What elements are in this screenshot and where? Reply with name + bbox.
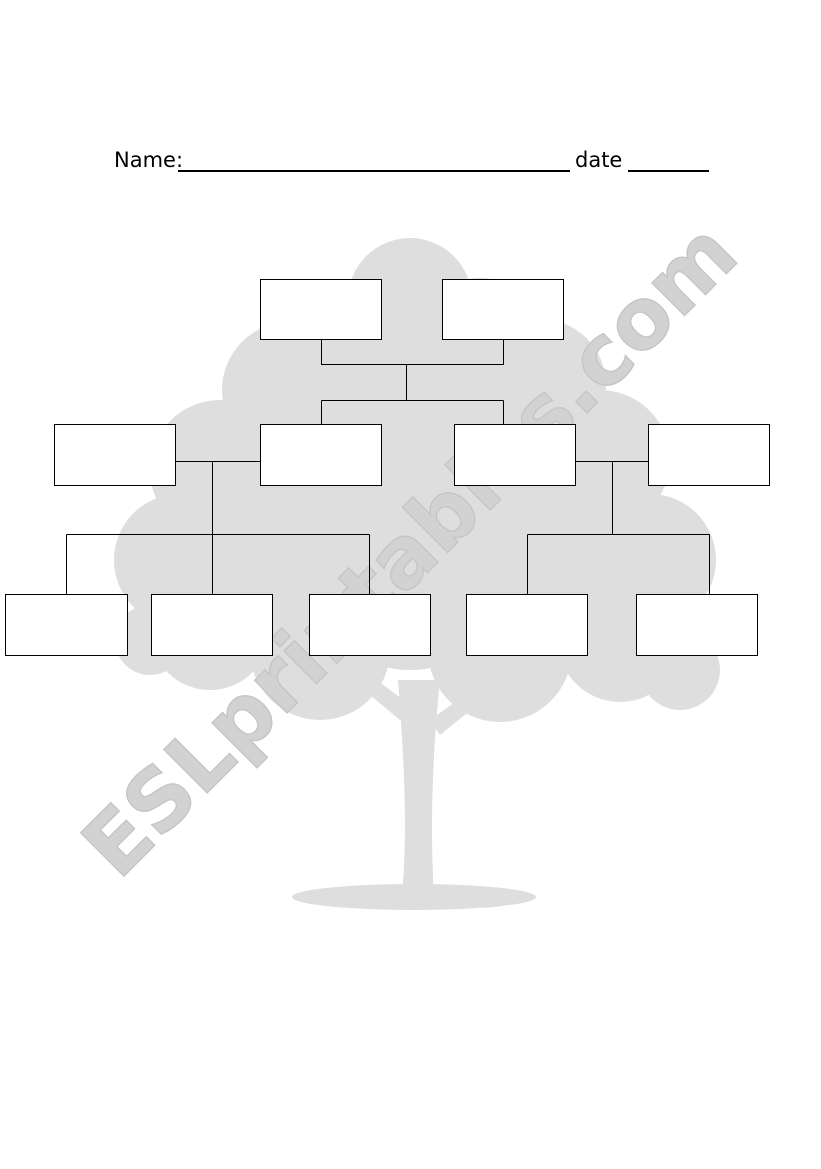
tree-connectors	[66, 339, 710, 594]
tree-box-parent-spouse-right[interactable]	[648, 424, 770, 486]
tree-box-child-5[interactable]	[636, 594, 758, 656]
tree-box-child-2[interactable]	[151, 594, 273, 656]
tree-box-parent-spouse-left[interactable]	[54, 424, 176, 486]
date-label: date	[575, 148, 623, 172]
name-label: Name:	[114, 148, 184, 172]
tree-box-child-3[interactable]	[309, 594, 431, 656]
date-blank-line[interactable]	[628, 170, 709, 172]
name-blank-line[interactable]	[178, 170, 570, 172]
tree-box-parent-right[interactable]	[454, 424, 576, 486]
name-date-header: Name: date	[0, 146, 821, 180]
tree-box-child-4[interactable]	[466, 594, 588, 656]
tree-box-parent-left[interactable]	[260, 424, 382, 486]
tree-box-child-1[interactable]	[5, 594, 128, 656]
tree-box-grandparent-2[interactable]	[442, 279, 564, 340]
tree-box-grandparent-1[interactable]	[260, 279, 382, 340]
